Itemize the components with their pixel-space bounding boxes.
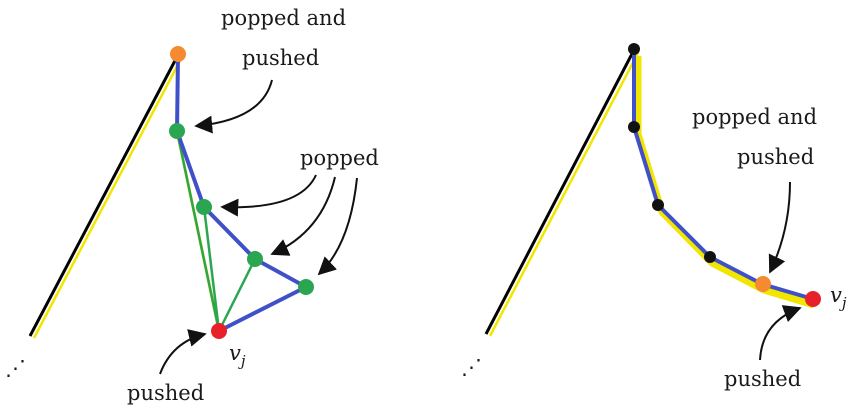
left-label-popped-and: popped and bbox=[221, 6, 346, 30]
left-orange-vertex bbox=[170, 46, 186, 62]
left-green-vertex-1 bbox=[169, 123, 185, 139]
left-yellow-edge bbox=[32, 56, 184, 339]
right-label-pushed-bottom: pushed bbox=[724, 367, 801, 391]
left-label-pushed-bottom: pushed bbox=[127, 381, 204, 405]
left-blue-chain bbox=[175, 54, 308, 333]
left-label-popped: popped bbox=[300, 146, 379, 170]
right-panel: ⋰ popped and pushed pushed vj bbox=[461, 43, 847, 391]
right-arrow-popped-and-pushed bbox=[768, 181, 791, 274]
left-black-edge bbox=[28, 54, 180, 337]
right-vertex-label-v: vj bbox=[830, 283, 847, 312]
left-panel: ⋰ popped and pushed popped pushed vj bbox=[5, 6, 379, 405]
left-arrow-pushed bbox=[159, 329, 207, 375]
left-green-vertex-3 bbox=[247, 251, 263, 267]
left-arrow-popped-2 bbox=[270, 176, 336, 256]
left-label-pushed-top: pushed bbox=[242, 46, 319, 70]
left-green-diagonal-1 bbox=[175, 130, 221, 332]
right-yellow-edge bbox=[488, 52, 640, 337]
right-black-vertex-3 bbox=[652, 199, 664, 211]
right-arrow-pushed bbox=[759, 305, 802, 361]
right-continuation-dots: ⋰ bbox=[461, 355, 482, 379]
left-arrow-popped-and-pushed bbox=[194, 79, 273, 134]
right-red-vertex bbox=[805, 291, 821, 307]
right-black-vertex-4 bbox=[704, 251, 716, 263]
left-red-vertex bbox=[211, 323, 227, 339]
right-blue-chain bbox=[632, 49, 814, 301]
left-green-diagonal-3 bbox=[217, 258, 257, 332]
left-arrow-popped-1 bbox=[220, 174, 317, 217]
right-black-edge bbox=[484, 49, 636, 335]
right-orange-vertex bbox=[755, 276, 771, 292]
left-continuation-dots: ⋰ bbox=[5, 356, 26, 380]
left-arrow-popped-3 bbox=[317, 177, 358, 276]
left-vertex-label-v: vj bbox=[229, 341, 246, 370]
right-black-vertex-1 bbox=[628, 43, 640, 55]
left-green-diagonal-2 bbox=[202, 206, 221, 332]
left-green-vertex-2 bbox=[196, 199, 212, 215]
left-green-vertex-4 bbox=[298, 279, 314, 295]
right-label-popped-and: popped and bbox=[692, 105, 817, 129]
right-black-vertex-2 bbox=[628, 121, 640, 133]
right-label-pushed-top: pushed bbox=[737, 145, 814, 169]
right-yellow-chain bbox=[634, 56, 816, 309]
